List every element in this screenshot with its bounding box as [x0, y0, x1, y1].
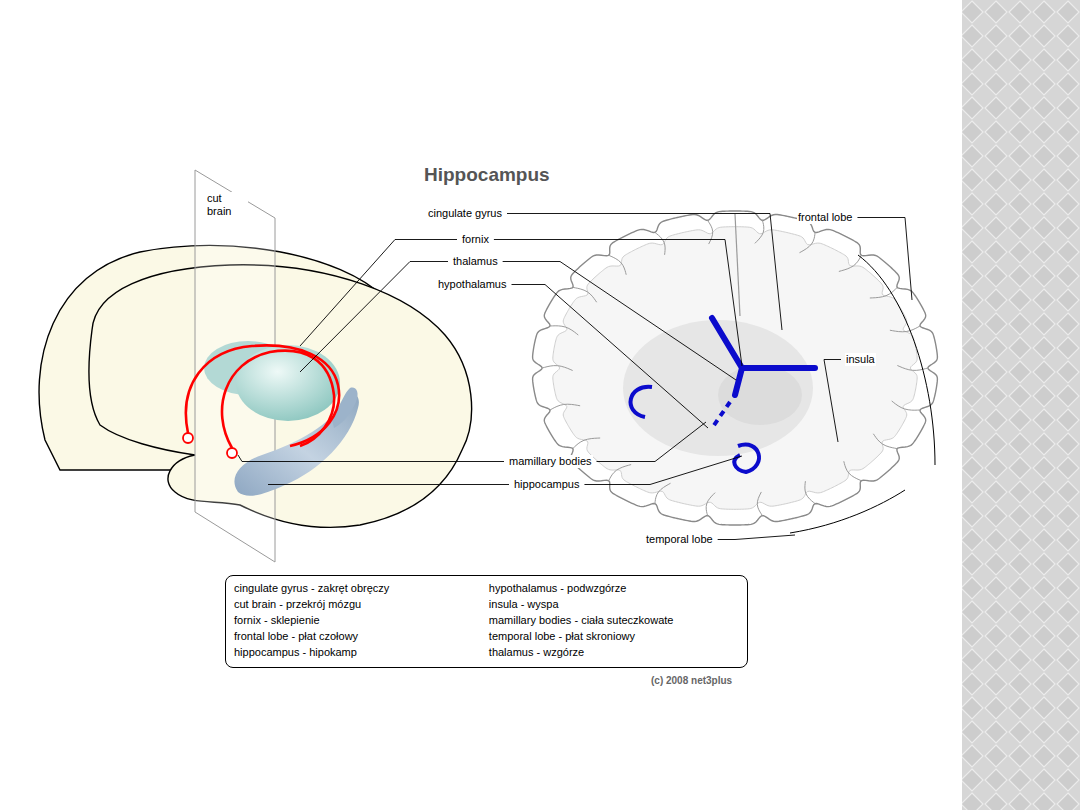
cortex-boundary — [553, 227, 917, 510]
translation-line: temporal lobe - płat skroniowy — [489, 629, 739, 645]
sulcus-line — [873, 434, 897, 449]
leader-line — [584, 456, 742, 485]
leader-line — [507, 214, 782, 331]
part-label: insula — [845, 353, 876, 366]
sulcus-line — [890, 326, 920, 332]
ventricle — [735, 368, 742, 395]
part-label: temporal lobe — [645, 533, 714, 546]
sulcus-line — [609, 255, 627, 274]
sulcus-line — [844, 461, 862, 480]
mamillary-dot — [183, 433, 193, 443]
sulcus-line — [706, 493, 715, 516]
sulcus-line — [655, 483, 671, 503]
ventricle — [712, 318, 742, 368]
hippocampus-section — [734, 445, 759, 472]
side-strip — [962, 0, 1080, 810]
section-outline — [533, 211, 938, 525]
sulcus-line — [542, 366, 572, 371]
sulcus-line — [573, 287, 597, 302]
part-label: hypothalamus — [437, 278, 508, 291]
translation-line: frontal lobe - płat czołowy — [234, 629, 455, 645]
sulcus-line — [550, 326, 578, 335]
leader-line — [300, 262, 448, 373]
part-label: cingulate gyrus — [427, 207, 503, 220]
sulcus-line — [799, 232, 815, 252]
deep-gray-matter — [718, 365, 802, 425]
deep-gray-matter — [623, 320, 813, 456]
translation-line: mamillary bodies - ciała suteczkowate — [489, 613, 739, 629]
leader-line — [824, 360, 841, 443]
midline-fissure — [735, 214, 740, 316]
translation-line: hypothalamus - podwzgórze — [489, 581, 739, 597]
sulcus-line — [609, 465, 631, 481]
sulcus-line — [655, 232, 665, 254]
title: Hippocampus — [424, 164, 550, 186]
temporal-horn — [631, 387, 652, 417]
third-ventricle — [712, 402, 730, 428]
sulcus-line — [805, 481, 815, 503]
translation-box: cingulate gyrus - zakręt obręczycut brai… — [225, 575, 748, 668]
part-label: frontal lobe — [797, 211, 853, 224]
leader-lines — [238, 214, 912, 540]
sulcus-line — [550, 404, 580, 410]
leader-line — [503, 262, 736, 381]
sulcus-line — [573, 438, 600, 449]
ventricle — [742, 365, 815, 371]
fornix-arc — [222, 351, 334, 448]
translation-line: thalamus - wzgórze — [489, 645, 739, 661]
sulcus-line — [892, 401, 920, 410]
brain-outline-front — [89, 265, 472, 528]
leader-line — [857, 218, 912, 301]
translation-line: cut brain - przekrój mózgu — [234, 597, 455, 613]
leader-line — [268, 484, 509, 485]
leader-line — [512, 285, 709, 429]
leader-line — [494, 240, 742, 367]
translation-line: fornix - sklepienie — [234, 613, 455, 629]
part-label: fornix — [461, 233, 490, 246]
part-label: mamillary bodies — [508, 455, 593, 468]
sulcus-line — [757, 492, 762, 516]
part-label: cut brain — [206, 192, 248, 218]
sulcus-line — [839, 255, 861, 271]
leader-line — [238, 455, 504, 462]
coronal-section — [533, 211, 938, 525]
sulcus-line — [755, 220, 764, 243]
part-label: thalamus — [452, 255, 499, 268]
translation-line: insula - wyspa — [489, 597, 739, 613]
mamillary-dot — [227, 448, 237, 458]
leader-line — [597, 422, 706, 462]
copyright-note: (c) 2008 net3plus — [650, 674, 733, 687]
leader-line — [718, 535, 795, 540]
sulcus-line — [708, 220, 713, 244]
translation-line: cingulate gyrus - zakręt obręczy — [234, 581, 455, 597]
part-label: hippocampus — [513, 478, 580, 491]
translation-line: hippocampus - hipokamp — [234, 645, 455, 661]
thalamus-shape — [236, 345, 340, 421]
lobe-bracket — [790, 490, 905, 533]
